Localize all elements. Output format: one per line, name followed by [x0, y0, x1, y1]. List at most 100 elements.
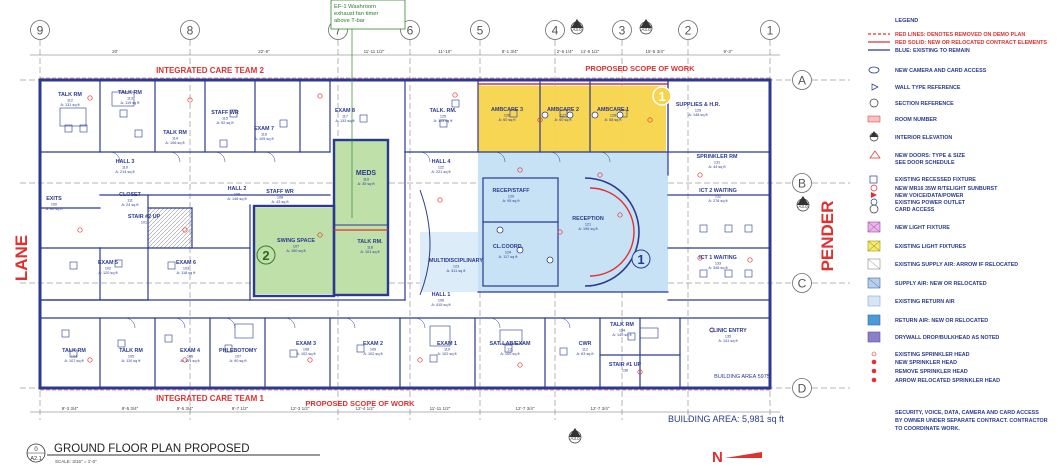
dimension-label: 9'-3" [724, 49, 733, 54]
legend-swatch [869, 175, 878, 184]
room-name: TALK RM [118, 90, 142, 96]
room-name: EXAM 5 [98, 260, 118, 266]
grid-bubble [792, 173, 812, 193]
room-name: TALK RM [62, 348, 86, 354]
door-swing [214, 151, 226, 163]
zone-marker-1-bottom: 1 [631, 249, 651, 269]
sprinkler-head [317, 232, 323, 238]
furniture [117, 339, 126, 348]
room-number: 136 [622, 369, 628, 373]
legend-item: EXISTING SUPPLY AIR: ARROW IF RELOCATED [867, 258, 1018, 270]
furniture [167, 261, 176, 270]
table [59, 107, 87, 127]
legend-note-line: TO COORDINATE WORK. [895, 426, 960, 432]
room-name: CLINIC ENTRY [709, 328, 747, 334]
room-number: 111 [127, 199, 133, 203]
room-area: A: 44 sq ft [708, 165, 726, 169]
dimension-label: 12'-3 1/2" [291, 406, 310, 411]
room-area: A: 133 sq ft [335, 119, 355, 123]
room-number: 133 [715, 262, 721, 266]
room-name: PHLEBOTOMY [219, 348, 257, 354]
room-area: A: 101 sq ft [180, 359, 200, 363]
grid-bubble [180, 20, 200, 40]
grid-column-2: 2 [678, 20, 698, 420]
legend-item-text: EXISTING RECESSED FIXTURE [895, 177, 976, 183]
room-number: 113 [127, 97, 133, 101]
room-number: 109 [370, 348, 376, 352]
grid-row-B: B [20, 173, 850, 193]
room-area: A: 52 sq ft [216, 121, 234, 125]
room-area: A: 131 sq ft [60, 103, 80, 107]
room-name: SUPPLIES & H.R. [676, 102, 721, 108]
sprinkler-head [87, 357, 93, 363]
legend-item-text: RETURN AIR: NEW OR RELOCATED [895, 318, 988, 324]
section-marker-arrow [569, 428, 581, 437]
room-name: AMBCARE 2 [547, 107, 579, 113]
room-name: TALK RM [610, 322, 634, 328]
room-area: A: 102 sq ft [437, 352, 457, 356]
legend-swatch [867, 295, 881, 307]
grid-column-label: 8 [187, 24, 194, 38]
room-area: A: 221 sq ft [431, 170, 451, 174]
dimension-label: 20' [112, 49, 118, 54]
room-name: AMBCARE 1 [597, 107, 629, 113]
grid-column-label: 3 [619, 24, 626, 38]
furniture [69, 261, 78, 270]
zone-number: 2 [262, 248, 269, 263]
furniture [224, 344, 233, 353]
furniture [114, 259, 123, 268]
room-area: A: 95 sq ft [502, 199, 520, 203]
room-number: 124 [505, 251, 511, 255]
furniture [69, 349, 78, 358]
room-name: HALL 2 [228, 186, 247, 192]
camera-fixture [516, 246, 524, 254]
door-swing [224, 317, 236, 329]
room-area: A: 43 sq ft [271, 200, 289, 204]
room-number: 126 [504, 114, 510, 118]
legend-swatch [871, 192, 877, 198]
legend-swatch [867, 277, 881, 289]
room-number: 100 [51, 203, 57, 207]
legend-item: EXISTING LIGHT FIXTURES [867, 240, 966, 252]
furniture [504, 344, 513, 353]
room-number: 101 [141, 221, 147, 225]
furniture [64, 124, 73, 133]
room-number: 110 [122, 166, 128, 170]
scope-label-top: PROPOSED SCOPE OF WORK [585, 64, 695, 73]
sprinkler-head [317, 93, 323, 99]
room-number: 116 [261, 133, 267, 137]
title-block: 0 A2.1 GROUND FLOOR PLAN PROPOSED SCALE:… [26, 443, 320, 464]
legend-item-text: WALL TYPE REFERENCE [895, 85, 961, 91]
room-name: EXAM 7 [254, 126, 274, 132]
legend-item-text: INTERIOR ELEVATION [895, 135, 952, 141]
room-number: 129 [695, 109, 701, 113]
dimension-label: 11'-11 1/2" [364, 49, 385, 54]
furniture [134, 129, 143, 138]
room-area: A: 110 sq ft [122, 359, 142, 363]
room-number: 128 [610, 114, 616, 118]
sprinkler-head [437, 197, 443, 203]
legend-item-text: ARROW RELOCATED SPRINKLER HEAD [895, 378, 1000, 384]
furniture [219, 139, 228, 148]
room-name: HALL 4 [432, 159, 451, 165]
legend-item-text: NEW DOORS: TYPE & SIZE [895, 153, 965, 159]
section-marker-arrow [571, 19, 583, 28]
legend-swatch [867, 331, 881, 343]
exhaust-fan-callout: EF-1 Washroom exhaust fan timer above T-… [330, 0, 406, 218]
room-name: STAFF WR [266, 189, 294, 195]
section-marker-sheet: A3.0 [641, 27, 651, 32]
title-block-sheet: A2.1 [30, 456, 41, 462]
room-name: EXAM 1 [437, 341, 457, 347]
legend-item: NEW LIGHT FIXTURE [867, 221, 950, 233]
